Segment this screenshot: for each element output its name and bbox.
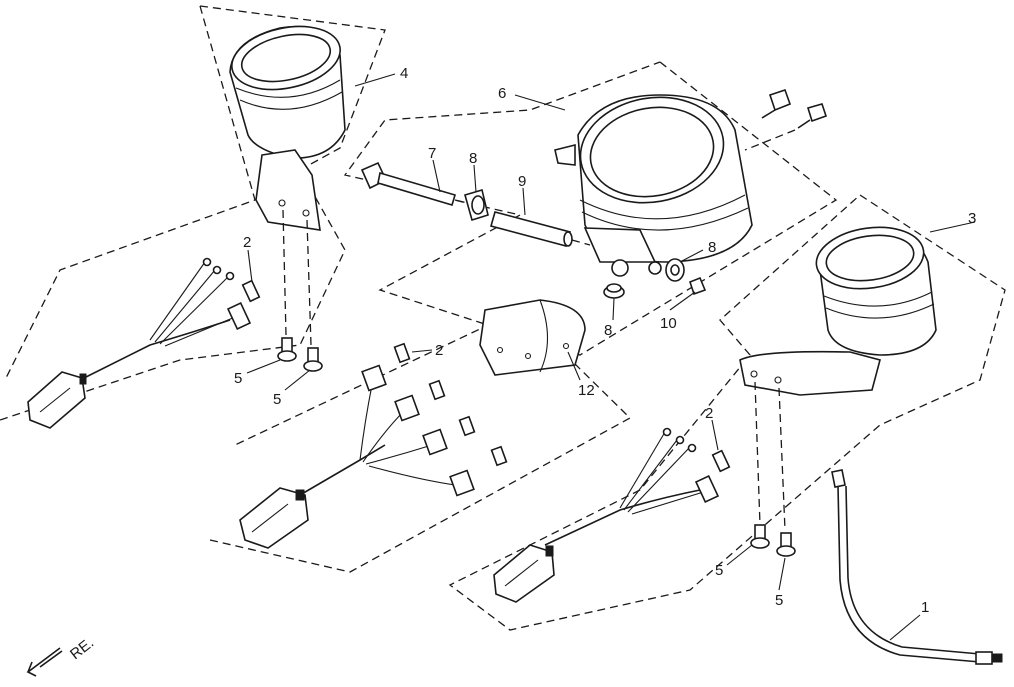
callout-2-right: 2 bbox=[705, 405, 713, 422]
collar-tube bbox=[490, 211, 591, 247]
right-wire-harness bbox=[493, 427, 731, 603]
callout-8-lower: 8 bbox=[604, 322, 612, 339]
left-wire-harness bbox=[27, 257, 261, 429]
callout-9: 9 bbox=[518, 173, 526, 190]
callout-5-right-1: 5 bbox=[715, 562, 723, 579]
center-wire-harness bbox=[239, 342, 508, 549]
direction-label: RE. bbox=[67, 634, 97, 663]
direction-arrow bbox=[26, 647, 63, 677]
group-outline-center-gauge bbox=[343, 61, 838, 356]
callout-4: 4 bbox=[400, 65, 408, 82]
mount-pad bbox=[479, 299, 586, 376]
callout-5-left-2: 5 bbox=[273, 391, 281, 408]
center-gauge-assembly bbox=[554, 94, 753, 277]
callout-12: 12 bbox=[578, 382, 595, 399]
left-gauge-assembly bbox=[229, 25, 346, 346]
grommet-upper bbox=[464, 188, 489, 222]
flange-bolt-right-1 bbox=[750, 524, 770, 549]
callout-2-center: 2 bbox=[435, 342, 443, 359]
callout-1: 1 bbox=[921, 599, 929, 616]
flange-bolt-left-1 bbox=[277, 337, 297, 362]
group-outline-right-gauge bbox=[448, 194, 1006, 631]
callout-6: 6 bbox=[498, 85, 506, 102]
callout-3: 3 bbox=[968, 210, 976, 227]
right-gauge-assembly bbox=[739, 226, 937, 531]
callout-2-left: 2 bbox=[243, 234, 251, 251]
flange-bolt-left-2 bbox=[303, 347, 323, 372]
callout-numbers: 1 2 2 2 3 4 5 5 5 5 6 7 8 8 8 9 10 12 bbox=[234, 65, 976, 616]
callout-7: 7 bbox=[428, 145, 436, 162]
screw-top-1 bbox=[761, 88, 792, 119]
small-bolt-10 bbox=[689, 276, 707, 296]
grommet-right bbox=[665, 258, 685, 282]
grommet-mid bbox=[603, 283, 625, 299]
callout-5-left-1: 5 bbox=[234, 370, 242, 387]
callout-5-right-2: 5 bbox=[775, 592, 783, 609]
leader-lines bbox=[246, 73, 976, 641]
callout-8-upper: 8 bbox=[469, 150, 477, 167]
speedometer-cable bbox=[831, 469, 1003, 665]
group-outline-left-gauge bbox=[0, 5, 386, 421]
callout-8-right: 8 bbox=[708, 239, 716, 256]
long-bolt bbox=[360, 161, 476, 206]
flange-bolt-right-2 bbox=[776, 532, 796, 557]
screw-top-2 bbox=[744, 103, 828, 151]
callout-10: 10 bbox=[660, 315, 677, 332]
